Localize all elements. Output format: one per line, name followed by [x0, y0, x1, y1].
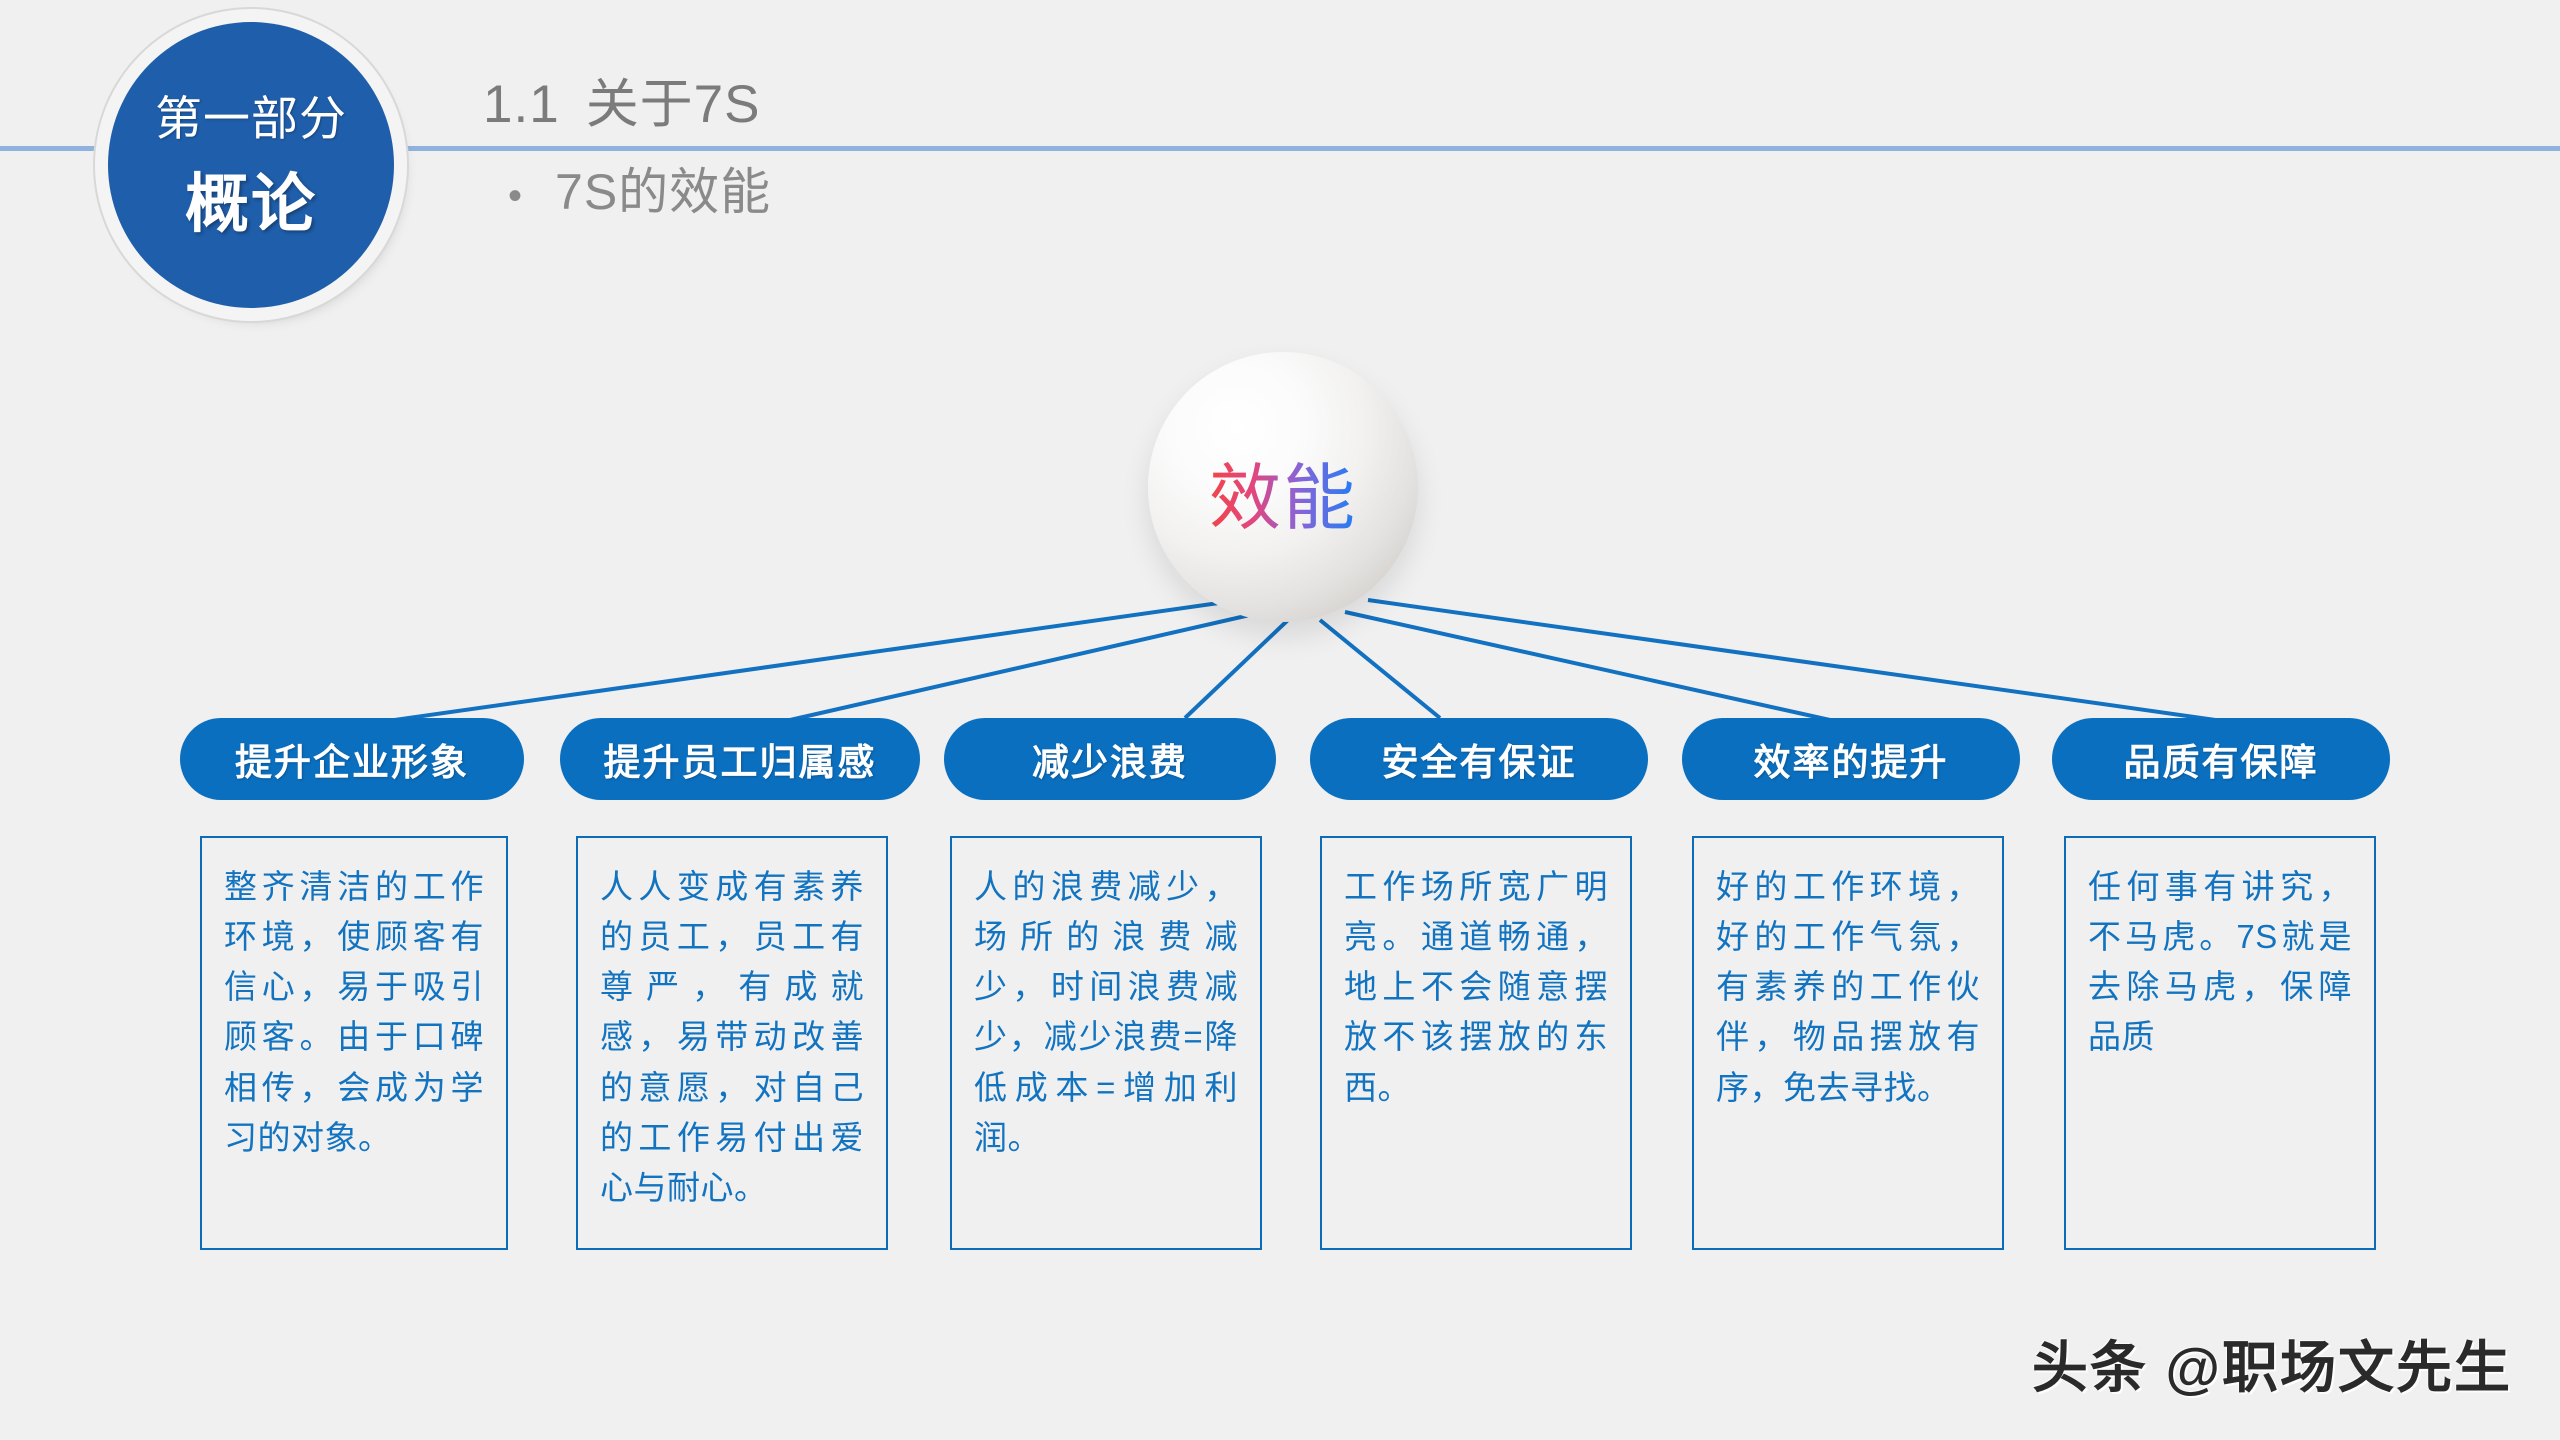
center-sphere-label: 效能 [1209, 439, 1357, 544]
connector-line-3 [1183, 618, 1290, 720]
header-divider [0, 146, 2560, 151]
branch-pill-4[interactable]: 安全有保证 [1310, 718, 1648, 800]
branch-textbox-4: 工作场所宽广明亮。通道畅通，地上不会随意摆放不该摆放的东西。 [1320, 836, 1632, 1250]
branch-pill-6-label: 品质有保障 [2123, 742, 2319, 783]
page-title: 1.1 关于7S [483, 62, 761, 138]
branch-pill-4-label: 安全有保证 [1381, 742, 1577, 783]
branch-textbox-5-body: 好的工作环境，好的工作气氛，有素养的工作伙伴，物品摆放有序，免去寻找。 [1716, 868, 1980, 1106]
connector-line-4 [1318, 618, 1442, 720]
subtitle-text: 7S的效能 [555, 164, 772, 220]
section-badge-main-label: 概论 [185, 167, 317, 240]
branch-textbox-2: 人人变成有素养的员工，员工有尊严，有成就感，易带动改善的意愿，对自己的工作易付出… [576, 836, 888, 1250]
branch-textbox-1-body: 整齐清洁的工作环境，使顾客有信心，易于吸引顾客。由于口碑相传，会成为学习的对象。 [224, 868, 484, 1156]
section-badge: 第一部分 概论 [108, 22, 394, 308]
section-badge-top-label: 第一部分 [155, 91, 347, 145]
branch-textbox-3-body: 人的浪费减少，场所的浪费减少，时间浪费减少，减少浪费=降低成本=增加利润。 [974, 868, 1238, 1156]
center-sphere-node: 效能 [1148, 352, 1418, 622]
branch-pill-5[interactable]: 效率的提升 [1682, 718, 2020, 800]
branch-pill-1[interactable]: 提升企业形象 [180, 718, 524, 800]
branch-textbox-6-body: 任何事有讲究，不马虎。7S就是去除马虎，保障品质 [2088, 868, 2352, 1056]
connector-line-1 [351, 598, 1241, 728]
branch-textbox-2-body: 人人变成有素养的员工，员工有尊严，有成就感，易带动改善的意愿，对自己的工作易付出… [600, 868, 864, 1206]
branch-pill-5-label: 效率的提升 [1753, 742, 1949, 783]
branch-textbox-1: 整齐清洁的工作环境，使顾客有信心，易于吸引顾客。由于口碑相传，会成为学习的对象。 [200, 836, 508, 1250]
subtitle-bullet-row: • 7S的效能 [508, 152, 771, 224]
branch-pill-1-label: 提升企业形象 [235, 742, 469, 783]
branch-pill-3-label: 减少浪费 [1032, 742, 1188, 783]
branch-textbox-4-body: 工作场所宽广明亮。通道畅通，地上不会随意摆放不该摆放的东西。 [1344, 868, 1608, 1106]
branch-textbox-5: 好的工作环境，好的工作气氛，有素养的工作伙伴，物品摆放有序，免去寻找。 [1692, 836, 2004, 1250]
branch-textbox-3: 人的浪费减少，场所的浪费减少，时间浪费减少，减少浪费=降低成本=增加利润。 [950, 836, 1262, 1250]
section-title: 关于7S [585, 75, 761, 134]
watermark: 头条 @职场文先生 [2031, 1336, 2512, 1399]
connector-line-2 [789, 610, 1264, 722]
connector-line-5 [1344, 610, 1831, 722]
branch-textbox-6: 任何事有讲究，不马虎。7S就是去除马虎，保障品质 [2064, 836, 2376, 1250]
branch-pill-2-label: 提升员工归属感 [603, 742, 877, 783]
branch-pill-3[interactable]: 减少浪费 [944, 718, 1276, 800]
branch-pill-6[interactable]: 品质有保障 [2052, 718, 2390, 800]
connector-line-6 [1367, 598, 2259, 728]
branch-pill-2[interactable]: 提升员工归属感 [560, 718, 920, 800]
bullet-marker-icon: • [508, 174, 524, 218]
section-number: 1.1 [483, 75, 560, 134]
